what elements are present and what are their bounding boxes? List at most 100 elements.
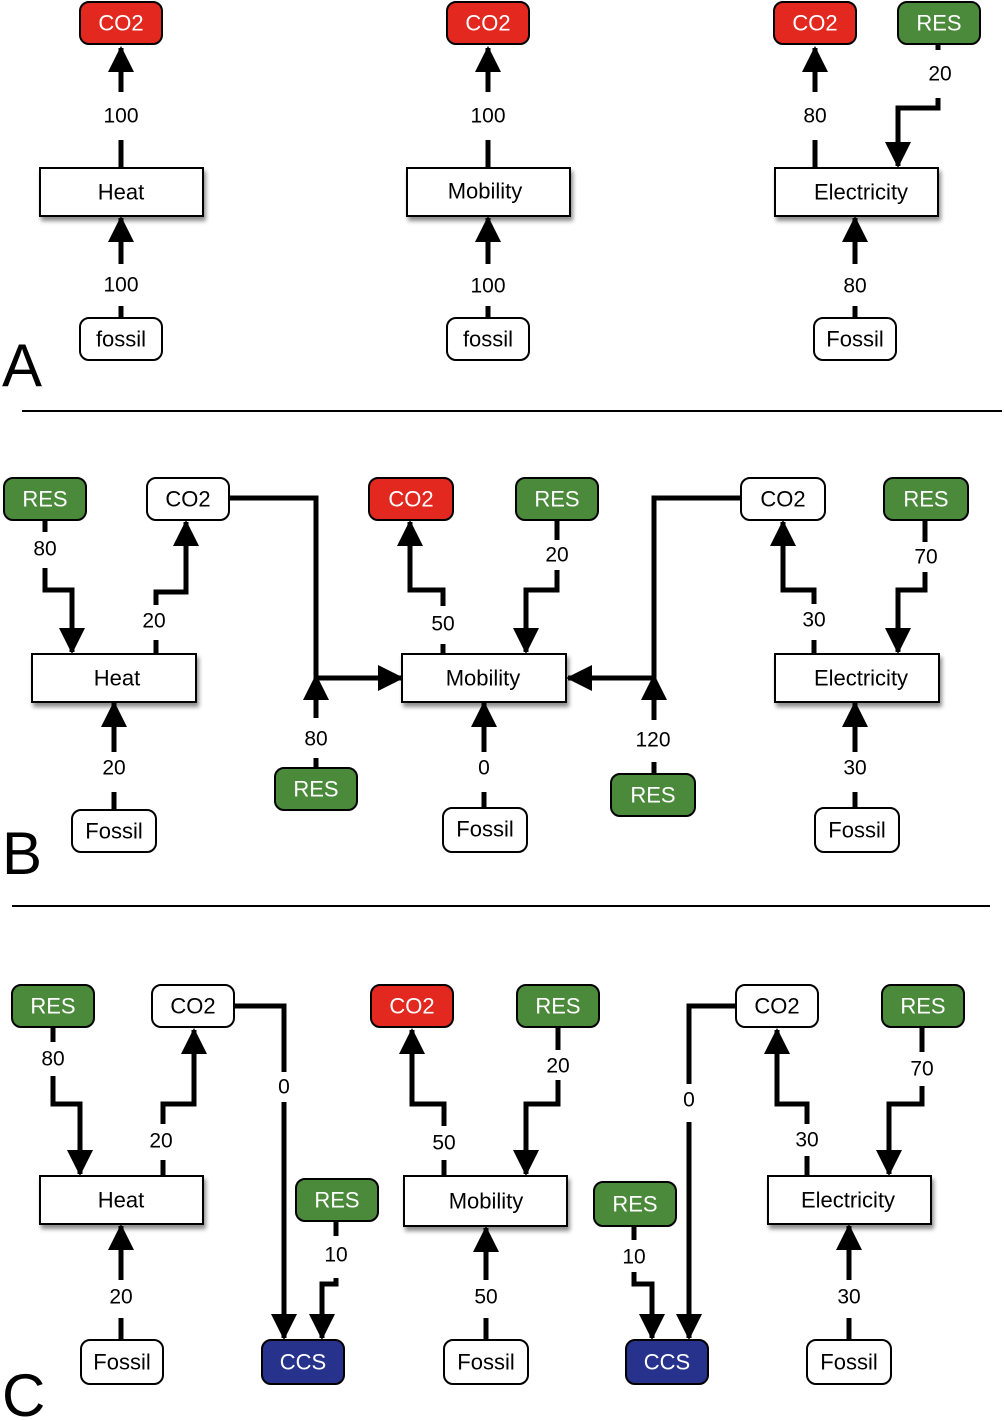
svg-text:RES: RES <box>314 1188 359 1213</box>
flow-value: 120 <box>635 729 670 752</box>
co2-node: CO2 <box>446 1 530 45</box>
svg-text:Fossil: Fossil <box>93 1350 150 1375</box>
flow-value: 80 <box>803 105 826 128</box>
nodes: CO2 Heat fossil CO2 Mobility fossil CO2 … <box>3 1 981 1385</box>
svg-text:CO2: CO2 <box>389 994 434 1019</box>
sector-electricity: Electricity <box>774 167 939 217</box>
co2-node: CO2 <box>79 1 163 45</box>
svg-text:CO2: CO2 <box>792 11 837 36</box>
fossil-node: Fossil <box>71 809 157 853</box>
co2-node: CO2 <box>146 477 230 521</box>
svg-text:CO2: CO2 <box>170 994 215 1019</box>
res-node: RES <box>516 984 600 1028</box>
panel-label-c: C <box>2 1362 45 1420</box>
svg-text:Electricity: Electricity <box>814 180 908 205</box>
svg-text:Heat: Heat <box>94 666 140 691</box>
svg-text:RES: RES <box>293 777 338 802</box>
res-node: RES <box>515 477 599 521</box>
svg-text:RES: RES <box>612 1192 657 1217</box>
svg-text:CO2: CO2 <box>754 994 799 1019</box>
flow-value: 30 <box>837 1286 860 1309</box>
co2-node: CO2 <box>773 1 857 45</box>
ccs-node: CCS <box>261 1339 345 1385</box>
svg-text:Heat: Heat <box>98 1188 144 1213</box>
flow-value: 0 <box>478 757 490 780</box>
flow-value: 20 <box>109 1286 132 1309</box>
flow-value: 70 <box>914 546 937 569</box>
flow-value: 20 <box>545 544 568 567</box>
fossil-node: Fossil <box>806 1339 892 1385</box>
flow-value: 20 <box>102 757 125 780</box>
svg-text:RES: RES <box>30 994 75 1019</box>
sector-heat: Heat <box>39 167 204 217</box>
flow-value: 0 <box>278 1076 290 1099</box>
svg-text:CO2: CO2 <box>165 487 210 512</box>
svg-text:Fossil: Fossil <box>826 327 883 352</box>
svg-text:CO2: CO2 <box>388 487 433 512</box>
res-node: RES <box>897 1 981 45</box>
flow-value: 100 <box>103 274 138 297</box>
flow-value: 30 <box>802 609 825 632</box>
svg-text:fossil: fossil <box>96 327 146 352</box>
svg-text:RES: RES <box>534 487 579 512</box>
svg-text:fossil: fossil <box>463 327 513 352</box>
svg-text:RES: RES <box>22 487 67 512</box>
flow-value: 50 <box>431 613 454 636</box>
flow-value: 80 <box>41 1048 64 1071</box>
svg-text:Fossil: Fossil <box>457 1350 514 1375</box>
res-node: RES <box>883 477 969 521</box>
svg-text:CCS: CCS <box>644 1350 690 1375</box>
flow-value: 80 <box>33 538 56 561</box>
svg-text:Fossil: Fossil <box>828 818 885 843</box>
flow-value: 20 <box>546 1055 569 1078</box>
res-node: RES <box>3 477 87 521</box>
svg-text:Mobility: Mobility <box>449 1189 524 1214</box>
svg-text:Electricity: Electricity <box>814 666 908 691</box>
panel-label-b: B <box>2 820 42 887</box>
sector-mobility: Mobility <box>401 653 567 703</box>
flow-value: 0 <box>683 1089 695 1112</box>
res-node: RES <box>11 984 95 1028</box>
flow-value: 10 <box>324 1244 347 1267</box>
flow-value: 100 <box>470 275 505 298</box>
sector-mobility: Mobility <box>403 1175 568 1227</box>
svg-text:CO2: CO2 <box>760 487 805 512</box>
flow-value: 100 <box>470 105 505 128</box>
flow-value: 50 <box>474 1286 497 1309</box>
flow-value: 20 <box>928 63 951 86</box>
sector-electricity: Electricity <box>767 1175 932 1225</box>
flow-value: 30 <box>795 1129 818 1152</box>
co2-node: CO2 <box>735 984 819 1028</box>
res-node: RES <box>593 1181 677 1227</box>
flow-value: 20 <box>142 610 165 633</box>
co2-node: CO2 <box>151 984 235 1028</box>
svg-text:CO2: CO2 <box>98 11 143 36</box>
fossil-node: Fossil <box>814 807 900 853</box>
res-node: RES <box>274 767 358 811</box>
svg-text:CCS: CCS <box>280 1350 326 1375</box>
fossil-node: Fossil <box>443 1339 529 1385</box>
flow-value: 80 <box>304 728 327 751</box>
svg-text:RES: RES <box>916 11 961 36</box>
ccs-node: CCS <box>625 1339 709 1385</box>
co2-node: CO2 <box>740 477 826 521</box>
svg-text:RES: RES <box>903 487 948 512</box>
svg-text:Fossil: Fossil <box>820 1350 877 1375</box>
svg-text:RES: RES <box>535 994 580 1019</box>
panel-label-a: A <box>2 332 42 399</box>
svg-text:CO2: CO2 <box>465 11 510 36</box>
svg-text:RES: RES <box>900 994 945 1019</box>
flow-value: 50 <box>432 1132 455 1155</box>
flow-value: 10 <box>622 1246 645 1269</box>
fossil-node: fossil <box>446 317 530 361</box>
svg-text:Mobility: Mobility <box>448 179 523 204</box>
svg-text:Mobility: Mobility <box>446 666 521 691</box>
res-node: RES <box>295 1178 379 1222</box>
flow-value: 30 <box>843 757 866 780</box>
fossil-node: Fossil <box>80 1339 164 1385</box>
res-node: RES <box>881 984 965 1028</box>
sector-heat: Heat <box>31 653 197 703</box>
svg-text:Fossil: Fossil <box>456 817 513 842</box>
flow-value: 70 <box>910 1058 933 1081</box>
